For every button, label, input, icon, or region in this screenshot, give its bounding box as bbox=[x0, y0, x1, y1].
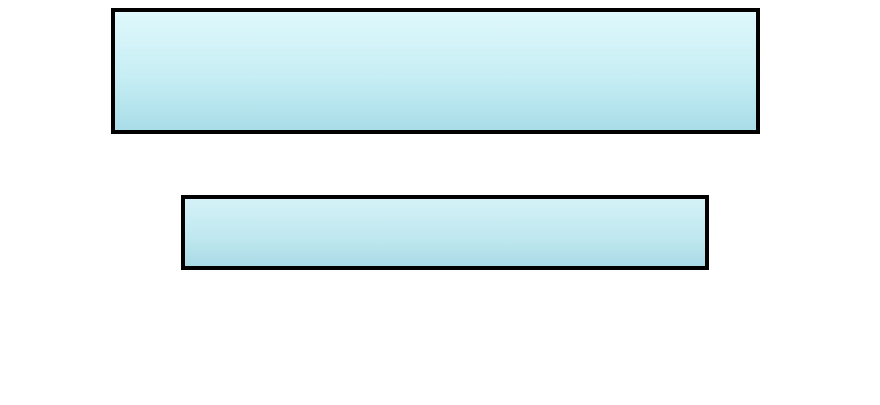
small-panel bbox=[181, 195, 709, 270]
large-panel bbox=[111, 8, 760, 134]
